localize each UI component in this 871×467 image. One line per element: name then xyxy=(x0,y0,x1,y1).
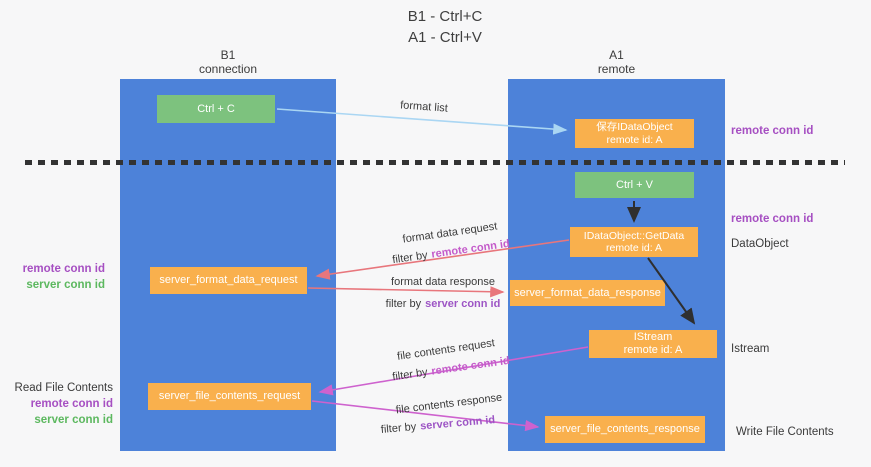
lane-b1-name: B1 xyxy=(220,48,236,62)
lane-a1-name: A1 xyxy=(609,48,624,62)
write-file-contents-annotation: Write File Contents xyxy=(736,426,834,438)
left-bottom-remote-conn-id: remote conn id xyxy=(30,398,113,410)
read-file-contents-annotation: Read File Contents remote conn id server… xyxy=(5,380,113,428)
file-contents-response-arrow-label: file contents response xyxy=(395,391,503,417)
filter-by-text: filter by xyxy=(385,298,422,310)
right-top-remote-conn-id: remote conn id xyxy=(731,125,814,137)
server-format-data-request-box: server_format_data_request xyxy=(150,267,307,294)
read-file-contents-label: Read File Contents xyxy=(14,382,113,394)
server-conn-id-highlight: server conn id xyxy=(425,298,501,310)
ctrl-c-label: Ctrl + C xyxy=(197,102,235,115)
copy-paste-divider-line xyxy=(25,160,845,165)
getdata-title: IDataObject::GetData xyxy=(583,229,685,242)
server-conn-id-highlight: server conn id xyxy=(419,414,496,433)
file-request-label: server_file_contents_request xyxy=(158,390,301,402)
format-list-arrow-label: format list xyxy=(399,99,449,115)
left-bottom-server-conn-id: server conn id xyxy=(34,414,113,426)
ctrl-v-box: Ctrl + V xyxy=(575,172,694,198)
left-remote-conn-id: remote conn id xyxy=(22,263,105,275)
idataobject-getdata-box: IDataObject::GetData remote id: A xyxy=(570,227,698,257)
save-dataobject-title: 保存IDataObject xyxy=(596,121,673,133)
title-line-1: B1 - Ctrl+C xyxy=(407,8,483,25)
save-dataobject-remote-id: remote id: A xyxy=(606,133,663,146)
server-file-contents-response-box: server_file_contents_response xyxy=(545,416,705,443)
filter-by-text: filter by xyxy=(391,249,429,267)
left-mid-annotation: remote conn id server conn id xyxy=(5,261,105,293)
filter-by-text: filter by xyxy=(391,366,429,384)
format-data-response-arrow xyxy=(307,286,505,298)
server-file-contents-request-box: server_file_contents_request xyxy=(148,383,311,410)
lane-header-a1: A1 remote xyxy=(508,48,725,76)
filter-by-text: filter by xyxy=(380,420,417,436)
left-server-conn-id: server conn id xyxy=(26,279,105,291)
getdata-remote-id: remote id: A xyxy=(605,242,663,254)
title-line-2: A1 - Ctrl+V xyxy=(408,29,482,46)
dataobject-annotation: DataObject xyxy=(731,238,789,250)
istream-title: IStream xyxy=(633,331,673,343)
remote-conn-id-highlight: remote conn id xyxy=(430,237,511,261)
istream-annotation: Istream xyxy=(731,343,770,355)
server-format-data-response-box: server_format_data_response xyxy=(510,280,665,306)
lane-header-b1: B1 connection xyxy=(120,48,336,76)
file-response-label: server_file_contents_response xyxy=(550,423,700,435)
istream-box: IStream remote id: A xyxy=(589,330,717,358)
right-mid-remote-conn-id: remote conn id xyxy=(731,213,814,225)
istream-remote-id: remote id: A xyxy=(623,344,683,356)
diagram-title: B1 - Ctrl+C A1 - Ctrl+V xyxy=(0,6,871,48)
format-response-label: server_format_data_response xyxy=(514,286,661,299)
ctrl-c-box: Ctrl + C xyxy=(157,95,275,123)
save-dataobject-box: 保存IDataObject remote id: A xyxy=(575,119,694,148)
lane-b1-role: connection xyxy=(198,62,258,76)
format-data-response-arrow-label: format data response xyxy=(391,276,495,288)
lane-a1-role: remote xyxy=(597,62,636,76)
remote-conn-id-highlight: remote conn id xyxy=(430,354,511,378)
ctrl-v-label: Ctrl + V xyxy=(616,178,653,191)
format-request-label: server_format_data_request xyxy=(159,274,298,286)
